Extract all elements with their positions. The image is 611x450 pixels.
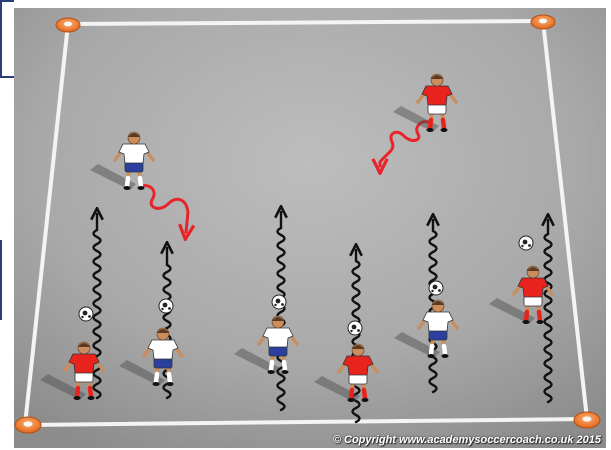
cone-icon bbox=[15, 417, 41, 433]
ball-icon bbox=[272, 295, 286, 309]
cone-icon bbox=[531, 15, 555, 29]
ball-icon bbox=[348, 321, 362, 335]
ball-icon bbox=[429, 281, 443, 295]
cone-icon bbox=[574, 412, 600, 428]
ball-icon bbox=[79, 307, 93, 321]
ball-icon bbox=[519, 236, 533, 250]
pitch-surface bbox=[14, 8, 606, 448]
cone-icon bbox=[56, 18, 80, 32]
copyright-text: © Copyright www.academysoccercoach.co.uk… bbox=[333, 434, 601, 446]
ball-icon bbox=[159, 299, 173, 313]
